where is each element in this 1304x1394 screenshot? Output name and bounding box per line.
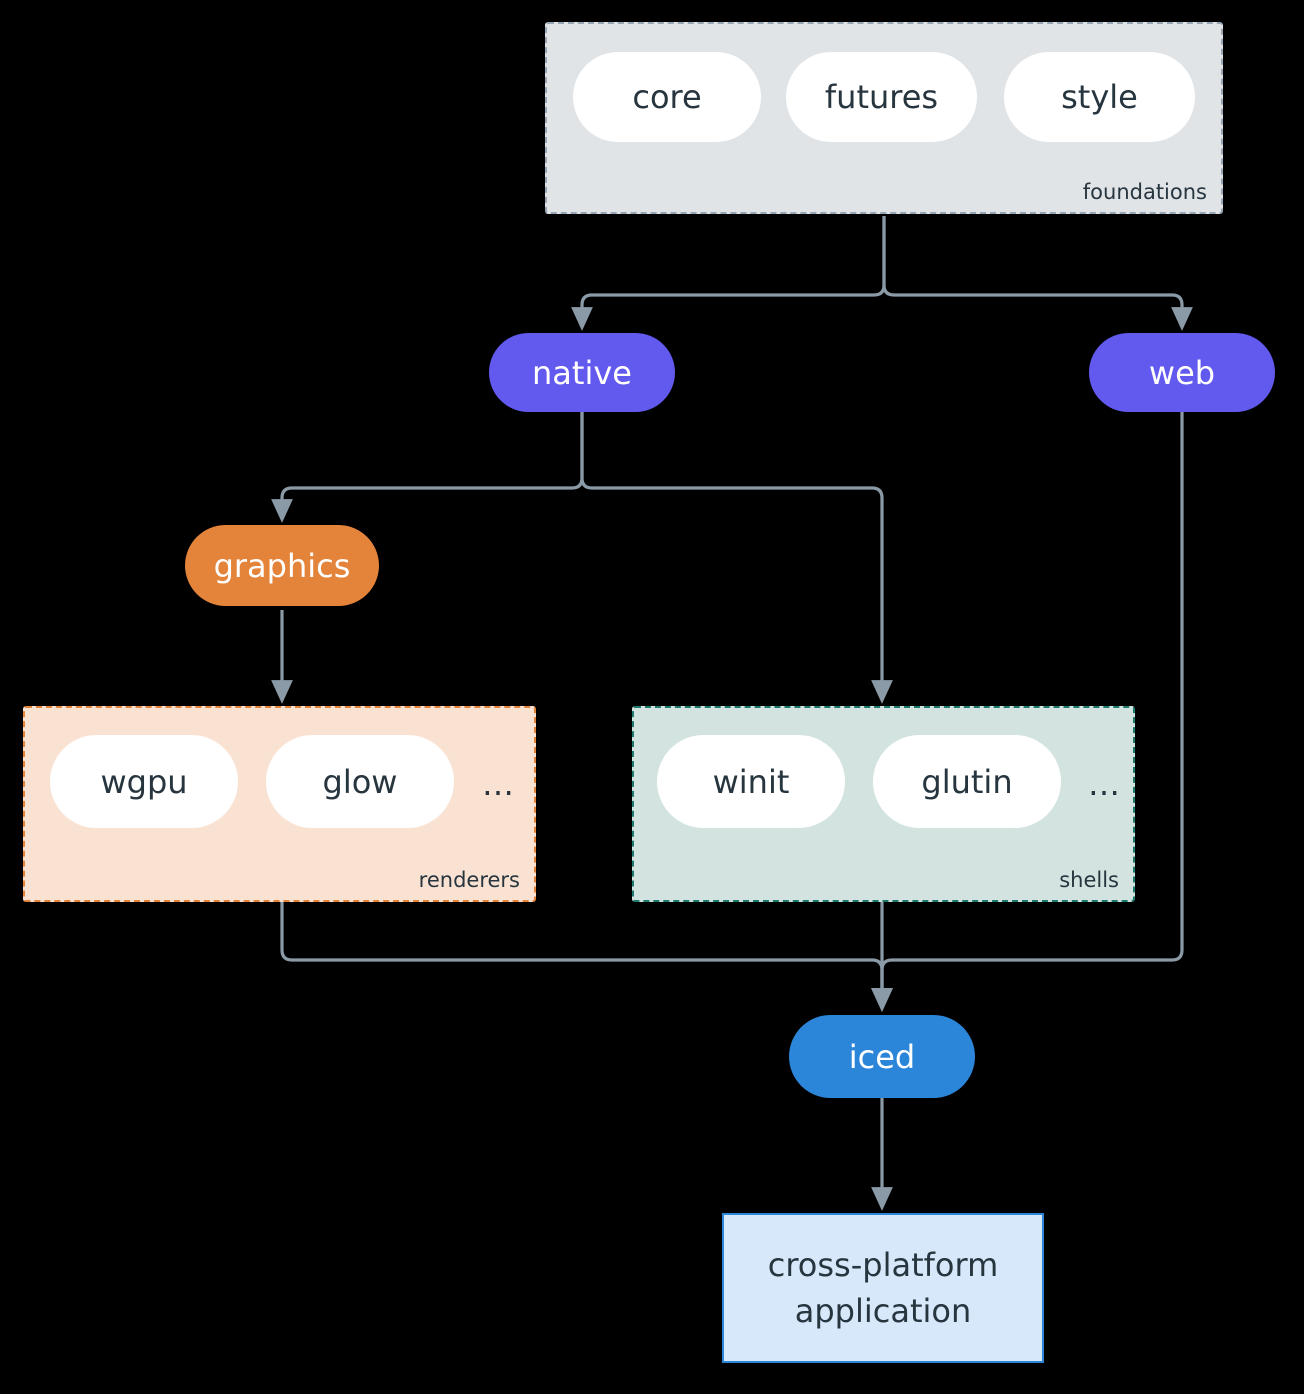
node-futures[interactable]: futures [786,52,977,142]
renderers-overflow-ellipsis: … [482,765,514,803]
edge-foundations-native [571,216,886,331]
node-core[interactable]: core [573,52,761,142]
node-futures-label: futures [824,78,939,116]
node-glow-label: glow [322,762,398,801]
node-iced-label: iced [848,1037,916,1076]
node-winit-label: winit [712,762,790,801]
node-graphics[interactable]: graphics [185,525,379,606]
node-graphics-label: graphics [213,546,351,585]
node-wgpu[interactable]: wgpu [50,735,238,828]
node-winit[interactable]: winit [657,735,845,828]
edge-native-graphics [271,412,584,523]
shells-overflow-ellipsis: … [1088,765,1120,803]
node-glutin-label: glutin [921,762,1013,801]
cluster-label-foundations: foundations [1082,180,1207,204]
edge-renderers-iced [280,902,893,1012]
node-iced[interactable]: iced [789,1015,975,1098]
node-style[interactable]: style [1004,52,1195,142]
application-line-1: cross-platform [767,1245,999,1284]
node-glutin[interactable]: glutin [873,735,1061,828]
node-glow[interactable]: glow [266,735,454,828]
application-line-2: application [794,1292,972,1330]
node-native-label: native [532,353,632,392]
node-core-label: core [632,78,702,116]
cluster-label-shells: shells [1059,868,1119,892]
cluster-label-renderers: renderers [418,868,520,892]
node-web-label: web [1148,353,1216,392]
node-cross-platform-application[interactable]: cross-platform application [722,1213,1044,1363]
node-wgpu-label: wgpu [100,762,188,801]
edge-foundations-web [882,216,1193,331]
node-web[interactable]: web [1089,333,1275,412]
edge-native-shells [580,412,893,704]
node-native[interactable]: native [489,333,675,412]
node-style-label: style [1061,78,1138,116]
